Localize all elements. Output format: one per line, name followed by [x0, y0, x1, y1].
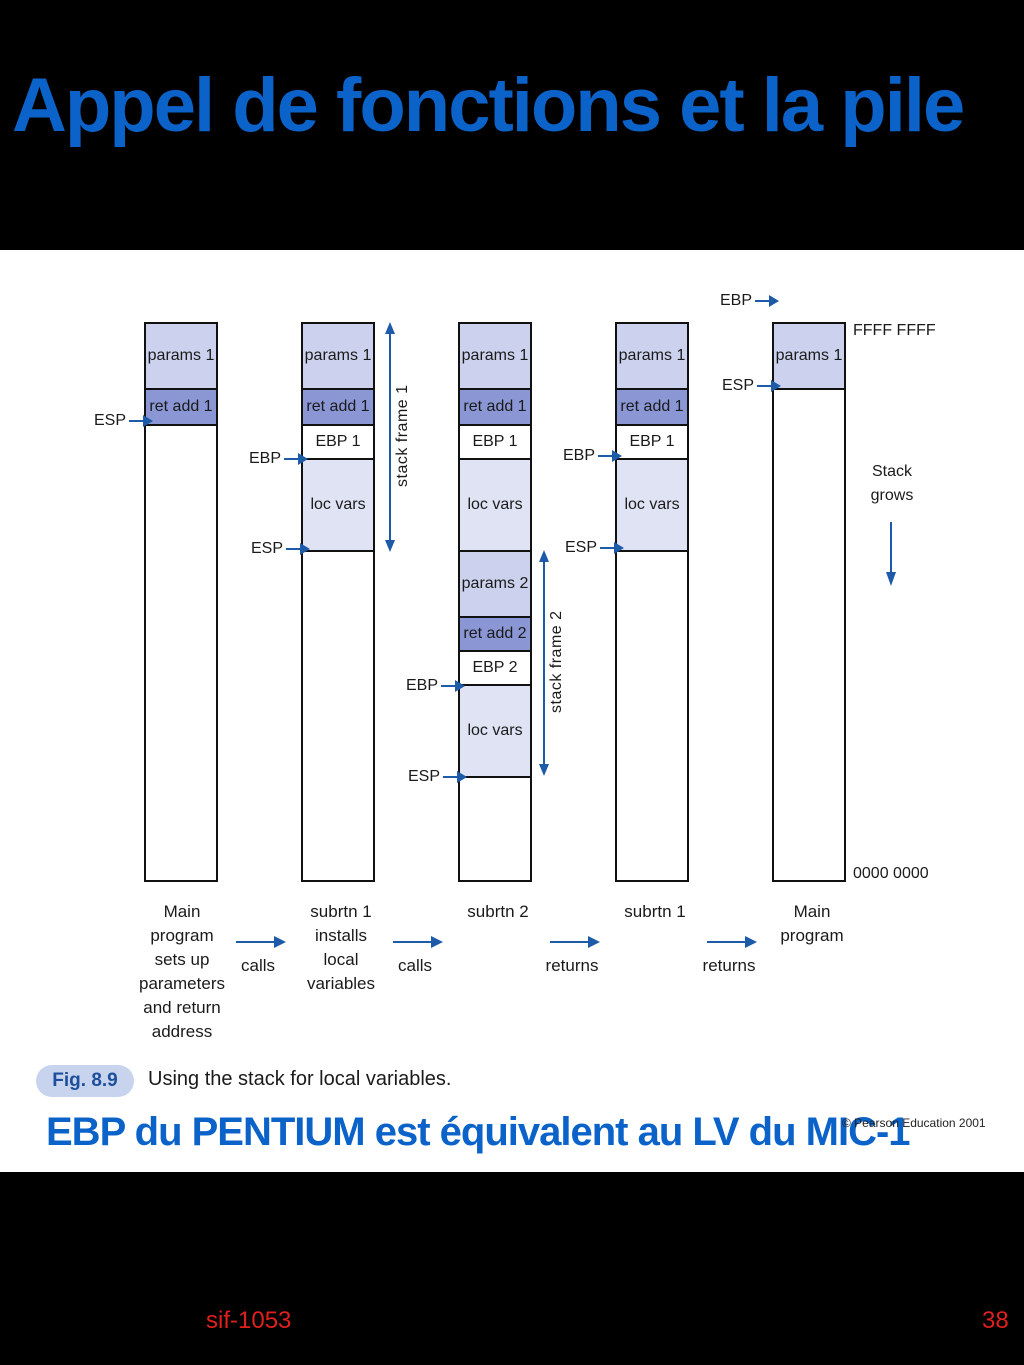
- cell-params-2: params 2: [460, 552, 530, 618]
- cell-loc-vars: loc vars: [460, 686, 530, 778]
- stack-grows-label: Stack grows: [870, 463, 914, 504]
- ebp-pointer: EBP: [720, 292, 780, 310]
- footer-page-number: 38: [982, 1307, 1009, 1334]
- ebp-pointer: EBP: [406, 677, 466, 695]
- address-bottom-label: 0000 0000: [853, 865, 929, 882]
- arrow-right-icon: [284, 453, 309, 465]
- arrow-right-icon: [441, 680, 466, 692]
- cell-ret-add-1: ret add 1: [460, 390, 530, 426]
- copyright-notice: © Pearson Education 2001: [842, 1116, 986, 1130]
- cell-params-1: params 1: [303, 324, 373, 390]
- page-title: Appel de fonctions et la pile: [12, 63, 965, 148]
- subtitle: EBP du PENTIUM est équivalent au LV du M…: [46, 1110, 911, 1154]
- step-label-returns: returns: [545, 956, 599, 975]
- cell-ret-add-2: ret add 2: [460, 618, 530, 652]
- ebp-pointer: EBP: [563, 447, 623, 465]
- esp-pointer: ESP: [722, 377, 782, 395]
- cell-ret-add-1: ret add 1: [617, 390, 687, 426]
- cell-params-1: params 1: [774, 324, 844, 390]
- caption-subrtn1-install: subrtn 1 installs local variables: [306, 902, 376, 993]
- cell-ebp-1: EBP 1: [303, 426, 373, 460]
- stack-column-subrtn2: params 1 ret add 1 EBP 1 loc vars params…: [458, 322, 532, 882]
- step-arrow-icon: [550, 936, 600, 948]
- footer-course-code: sif-1053: [206, 1307, 292, 1334]
- figure-number-badge: Fig. 8.9: [36, 1065, 134, 1097]
- step-arrow-icon: [393, 936, 443, 948]
- esp-pointer: ESP: [408, 768, 468, 786]
- stack-frame-2-label: stack frame 2: [548, 610, 565, 713]
- step-label-calls: calls: [240, 956, 275, 975]
- cell-loc-vars: loc vars: [617, 460, 687, 552]
- caption-main-return: Main program: [780, 902, 844, 945]
- arrow-right-icon: [598, 450, 623, 462]
- stack-column-main-setup: params 1 ret add 1: [144, 322, 218, 882]
- cell-ebp-1: EBP 1: [617, 426, 687, 460]
- esp-pointer: ESP: [251, 540, 311, 558]
- arrow-right-icon: [443, 771, 468, 783]
- cell-loc-vars: loc vars: [460, 460, 530, 552]
- address-top-label: FFFF FFFF: [853, 322, 936, 339]
- stack-column-subrtn1-install: params 1 ret add 1 EBP 1 loc vars: [301, 322, 375, 882]
- cell-ebp-2: EBP 2: [460, 652, 530, 686]
- arrow-right-icon: [757, 380, 782, 392]
- figure-panel: params 1 ret add 1 ESP params 1 ret add …: [0, 250, 1024, 1172]
- arrow-right-icon: [129, 415, 154, 427]
- arrow-right-icon: [755, 295, 780, 307]
- step-label-calls: calls: [397, 956, 432, 975]
- step-arrow-icon: [236, 936, 286, 948]
- cell-params-1: params 1: [146, 324, 216, 390]
- caption-main-setup: Main program sets up parameters and retu…: [139, 902, 225, 1041]
- cell-ret-add-1: ret add 1: [303, 390, 373, 426]
- arrow-right-icon: [600, 542, 625, 554]
- stack-frame-1-label: stack frame 1: [394, 384, 411, 487]
- stack-column-main-return: params 1: [772, 322, 846, 882]
- step-label-returns: returns: [702, 956, 756, 975]
- stack-frame-2-bracket-icon: [539, 550, 549, 776]
- step-arrow-icon: [707, 936, 757, 948]
- figure-caption: Using the stack for local variables.: [148, 1068, 452, 1090]
- stack-column-subrtn1-return: params 1 ret add 1 EBP 1 loc vars: [615, 322, 689, 882]
- esp-pointer: ESP: [94, 412, 154, 430]
- cell-ebp-1: EBP 1: [460, 426, 530, 460]
- caption-subrtn2: subrtn 2: [467, 902, 529, 921]
- ebp-pointer: EBP: [249, 450, 309, 468]
- cell-ret-add-1: ret add 1: [146, 390, 216, 426]
- arrow-right-icon: [286, 543, 311, 555]
- caption-subrtn1-return: subrtn 1: [624, 902, 686, 921]
- esp-pointer: ESP: [565, 539, 625, 557]
- cell-params-1: params 1: [617, 324, 687, 390]
- cell-loc-vars: loc vars: [303, 460, 373, 552]
- cell-params-1: params 1: [460, 324, 530, 390]
- stack-frame-1-bracket-icon: [385, 322, 395, 552]
- arrow-down-icon: [886, 522, 896, 586]
